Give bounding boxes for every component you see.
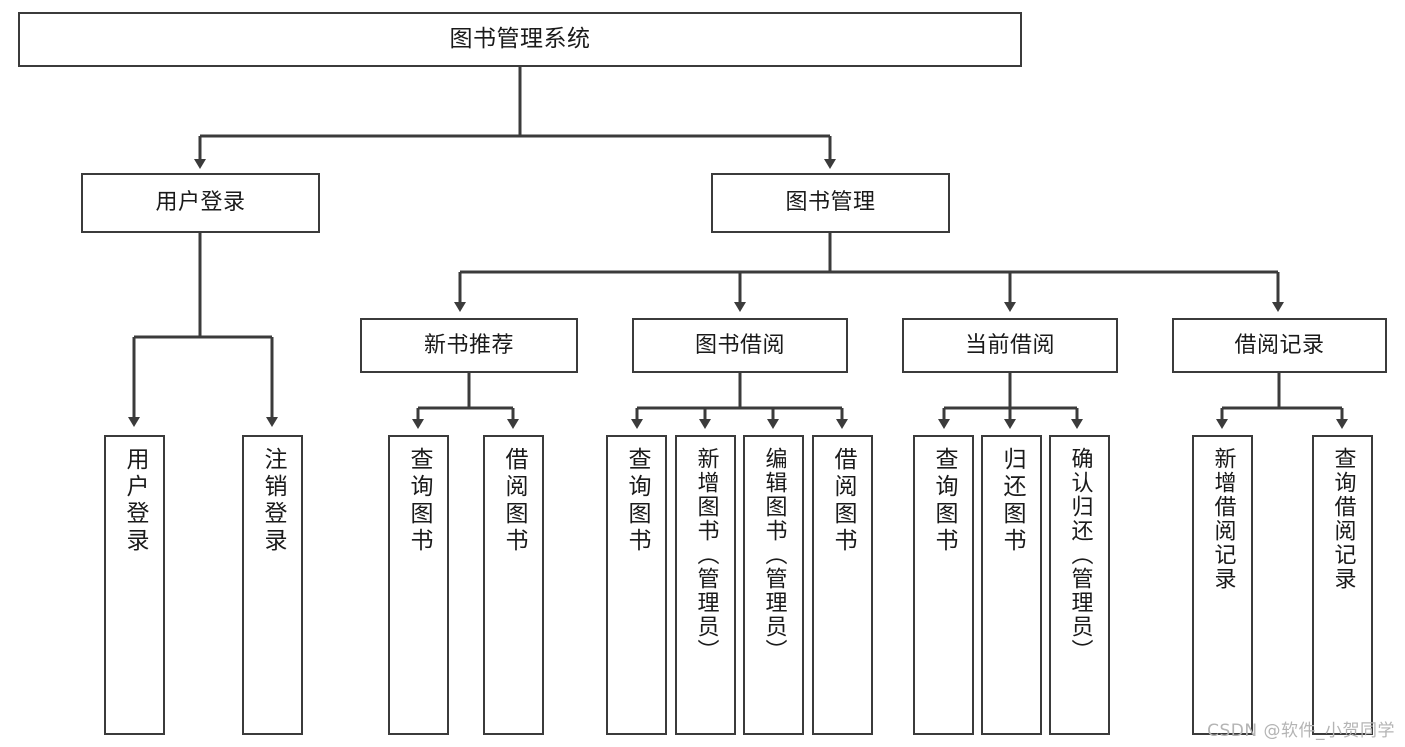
node-label: 查询图书 xyxy=(624,447,650,555)
node-label: 图书借阅 xyxy=(694,332,785,358)
node-label: 用户登录 xyxy=(155,190,246,216)
leaf-user-login-signin[interactable]: 用户登录 xyxy=(104,435,165,735)
leaf-new-book-query[interactable]: 查询图书 xyxy=(388,435,449,735)
leaf-borrow-record-add[interactable]: 新增借阅记录 xyxy=(1192,435,1253,735)
node-label: 当前借阅 xyxy=(964,332,1055,358)
leaf-borrow-record-query[interactable]: 查询借阅记录 xyxy=(1312,435,1373,735)
node-root-system[interactable]: 图书管理系统 xyxy=(18,12,1022,67)
leaf-book-borrow-query[interactable]: 查询图书 xyxy=(606,435,667,735)
leaf-current-borrow-confirm-return[interactable]: 确认归还（管理员） xyxy=(1049,435,1110,735)
node-label: 图书管理 xyxy=(785,190,876,216)
node-borrow-record[interactable]: 借阅记录 xyxy=(1172,318,1387,373)
watermark: CSDN @软件_小贺同学 xyxy=(1207,721,1395,741)
node-label: 注销登录 xyxy=(260,447,286,555)
leaf-current-borrow-query[interactable]: 查询图书 xyxy=(913,435,974,735)
leaf-book-borrow-lend[interactable]: 借阅图书 xyxy=(812,435,873,735)
node-label: 编辑图书（管理员） xyxy=(761,447,787,663)
node-label: 借阅图书 xyxy=(830,447,856,555)
node-label: 新增图书（管理员） xyxy=(693,447,719,663)
node-new-book-recommend[interactable]: 新书推荐 xyxy=(360,318,578,373)
node-label: 借阅记录 xyxy=(1234,332,1325,358)
node-book-borrow[interactable]: 图书借阅 xyxy=(632,318,848,373)
node-label: 查询借阅记录 xyxy=(1330,447,1356,591)
leaf-current-borrow-return[interactable]: 归还图书 xyxy=(981,435,1042,735)
node-label: 用户登录 xyxy=(122,447,148,555)
node-user-login[interactable]: 用户登录 xyxy=(81,173,320,233)
node-label: 查询图书 xyxy=(406,447,432,555)
node-label: 借阅图书 xyxy=(501,447,527,555)
node-label: 确认归还（管理员） xyxy=(1067,447,1093,663)
node-label: 新书推荐 xyxy=(423,332,514,358)
node-label: 归还图书 xyxy=(999,447,1025,555)
leaf-user-login-signout[interactable]: 注销登录 xyxy=(242,435,303,735)
node-label: 新增借阅记录 xyxy=(1210,447,1236,591)
node-book-management[interactable]: 图书管理 xyxy=(711,173,950,233)
node-label: 查询图书 xyxy=(931,447,957,555)
leaf-book-borrow-edit[interactable]: 编辑图书（管理员） xyxy=(743,435,804,735)
leaf-book-borrow-add[interactable]: 新增图书（管理员） xyxy=(675,435,736,735)
node-current-borrow[interactable]: 当前借阅 xyxy=(902,318,1118,373)
leaf-new-book-borrow[interactable]: 借阅图书 xyxy=(483,435,544,735)
node-label: 图书管理系统 xyxy=(449,25,591,52)
